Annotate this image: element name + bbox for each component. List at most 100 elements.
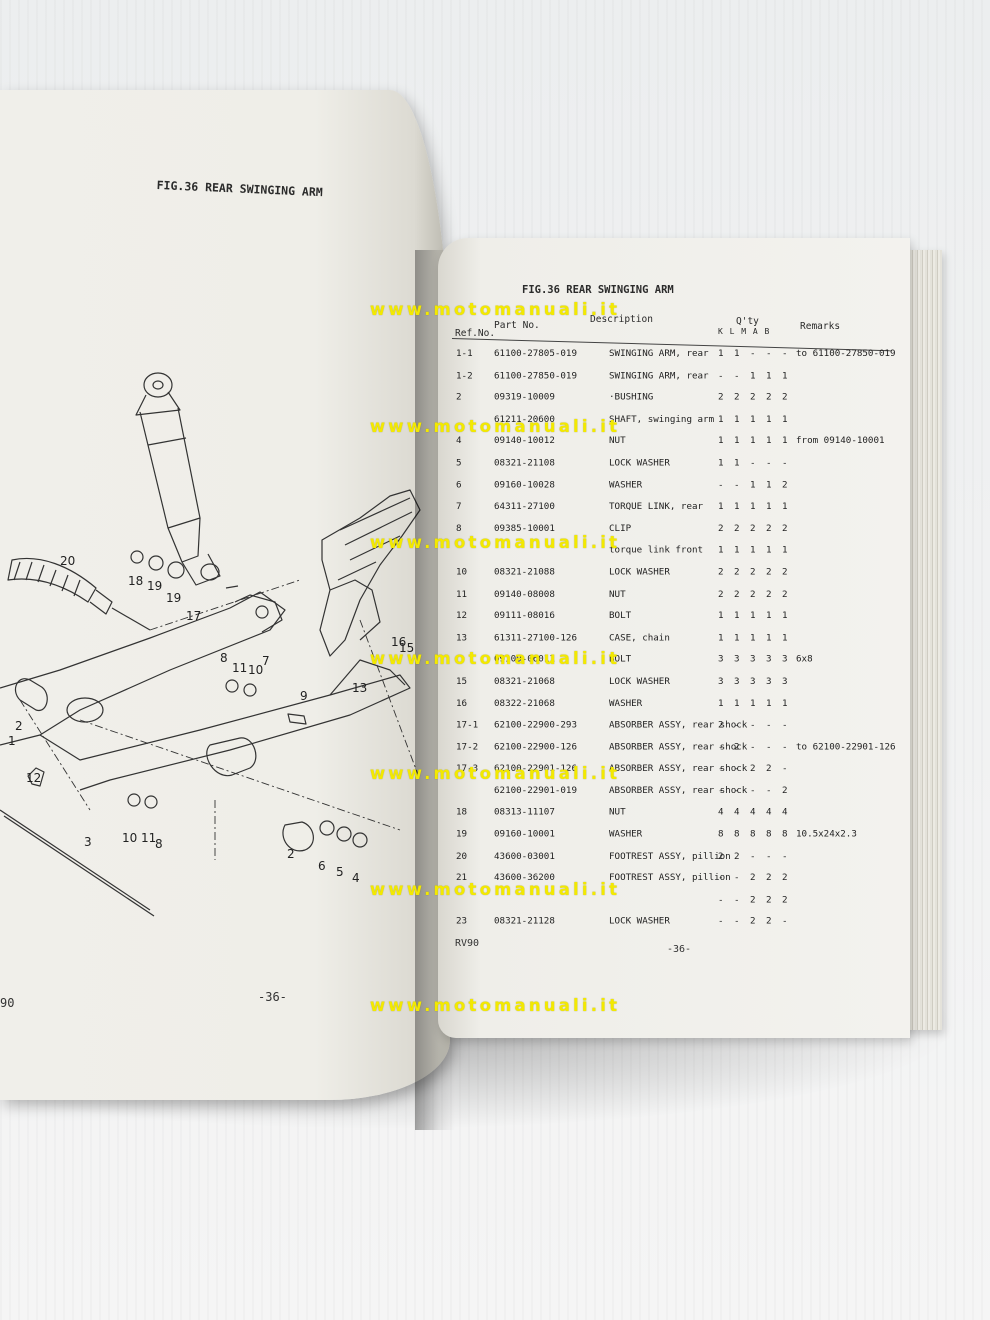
cell-qty-l: 2 [734, 588, 740, 600]
header-models: K L M A B [718, 327, 771, 336]
cell-qty-b: 3 [782, 675, 788, 687]
cell-qty-b: 2 [782, 894, 788, 906]
cell-ref-no: 13 [456, 631, 468, 643]
cell-qty-a: - [766, 348, 772, 359]
cell-qty-k: 2 [718, 588, 724, 600]
cell-part-no: 64311-27100 [494, 500, 555, 512]
cell-qty-a: 2 [766, 915, 772, 927]
header-remarks: Remarks [800, 321, 841, 332]
shock-absorber-drawing [135, 372, 221, 586]
cell-qty-k: - [718, 479, 724, 491]
cell-qty-a: - [766, 784, 772, 796]
callout-13: 13 [352, 681, 367, 695]
cell-qty-b: 1 [782, 544, 788, 556]
cell-qty-a: 4 [766, 806, 772, 818]
right-figure-title: FIG.36 REAR SWINGING ARM [522, 284, 674, 296]
cell-qty-k: 2 [718, 566, 724, 578]
cell-qty-m: 2 [750, 894, 756, 906]
cell-qty-l: - [734, 872, 740, 884]
cell-description: ABSORBER ASSY, rear shock [609, 741, 748, 753]
cell-qty-l: - [734, 479, 740, 491]
cell-qty-a: 2 [766, 588, 772, 600]
cell-qty-m: 1 [750, 500, 756, 512]
cell-qty-l: - [734, 369, 740, 381]
cell-qty-m: 2 [750, 566, 756, 578]
cell-qty-b: - [782, 457, 788, 469]
cell-qty-l: 3 [734, 675, 740, 687]
cell-part-no: 09140-08008 [494, 588, 555, 600]
cell-description: LOCK WASHER [609, 675, 670, 687]
cell-qty-m: - [750, 850, 756, 862]
cell-qty-a: 1 [766, 413, 772, 425]
cell-qty-l: 4 [734, 806, 740, 818]
cell-part-no: 08321-21108 [494, 457, 555, 469]
cell-qty-b: 3 [782, 653, 788, 665]
cell-qty-a: 1 [766, 479, 772, 491]
callout-18: 18 [128, 574, 143, 588]
callout-7: 7 [262, 654, 270, 668]
cell-qty-a: - [766, 741, 772, 753]
cell-qty-k: 1 [718, 544, 724, 556]
cell-qty-b: - [782, 348, 788, 359]
cell-qty-l: 8 [734, 828, 740, 840]
cell-description: WASHER [609, 479, 643, 491]
cell-qty-l: 1 [734, 610, 740, 622]
cell-remarks: to 61100-27850-019 [796, 348, 896, 359]
cell-part-no: 08321-21088 [494, 566, 555, 578]
callout-11a: 11 [232, 661, 247, 675]
cell-description: ·BUSHING [609, 391, 654, 403]
cell-qty-a: 2 [766, 894, 772, 906]
cell-ref-no: 11 [456, 588, 468, 600]
cell-qty-m: 2 [750, 391, 756, 403]
callout-15: 15 [399, 641, 414, 655]
cell-part-no: 09160-10001 [494, 828, 555, 840]
cell-ref-no: 15 [456, 675, 468, 687]
cell-ref-no: 7 [456, 500, 462, 512]
cell-qty-b: 1 [782, 697, 788, 709]
callout-16: 16 [391, 635, 406, 649]
cell-ref-no: 1-1 [456, 348, 473, 359]
cell-ref-no: 2 [456, 391, 462, 403]
swinging-arm-drawing [0, 591, 411, 917]
cell-qty-k: 4 [718, 806, 724, 818]
cell-qty-k: 2 [718, 522, 724, 534]
cell-qty-m: 1 [750, 369, 756, 381]
cell-ref-no: 5 [456, 457, 462, 469]
cell-qty-l: 1 [734, 544, 740, 556]
callout-5: 5 [336, 865, 344, 879]
cell-qty-l: 3 [734, 653, 740, 665]
cell-description: BOLT [609, 653, 632, 665]
axis-lines [19, 579, 421, 860]
cell-qty-m: 1 [750, 479, 756, 491]
cell-qty-m: 4 [750, 806, 756, 818]
cell-qty-a: 2 [766, 391, 772, 403]
cell-qty-a: 3 [766, 675, 772, 687]
cell-qty-b: 2 [782, 479, 788, 491]
cell-qty-m: 1 [750, 435, 756, 447]
cell-ref-no: 17-2 [456, 741, 479, 753]
cell-qty-k: 8 [718, 828, 724, 840]
cell-qty-b: - [782, 915, 788, 927]
cell-qty-a: - [766, 719, 772, 731]
cell-ref-no: 19 [456, 828, 468, 840]
callout-8b: 8 [155, 837, 163, 851]
cell-part-no: 43600-03001 [494, 850, 555, 862]
left-footer-page-number: -36- [258, 990, 287, 1004]
cell-qty-k: 1 [718, 697, 724, 709]
cell-qty-k: 1 [718, 348, 724, 359]
cell-qty-m: 1 [750, 631, 756, 643]
cell-qty-b: 1 [782, 500, 788, 512]
cell-qty-k: - [718, 369, 724, 381]
cell-qty-m: 1 [750, 697, 756, 709]
